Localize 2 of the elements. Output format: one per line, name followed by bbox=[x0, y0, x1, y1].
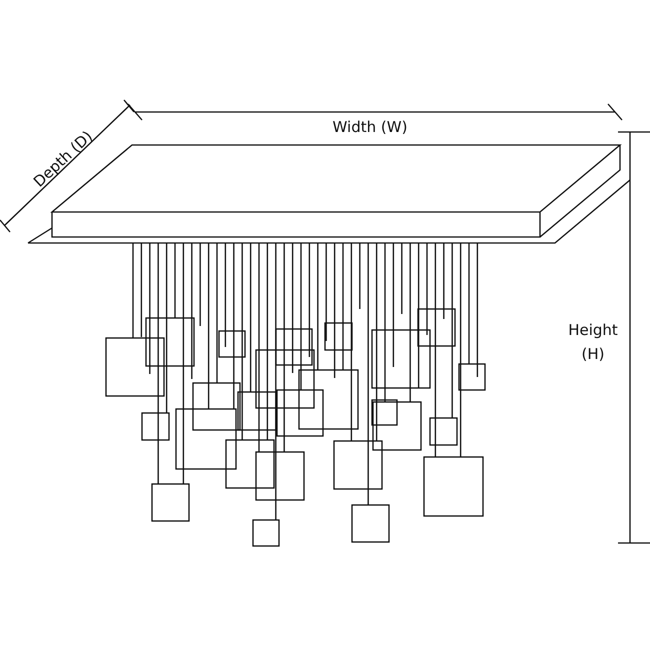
dimension-label: Height (H) bbox=[567, 320, 619, 365]
dimension-label: Width (W) bbox=[332, 118, 408, 136]
